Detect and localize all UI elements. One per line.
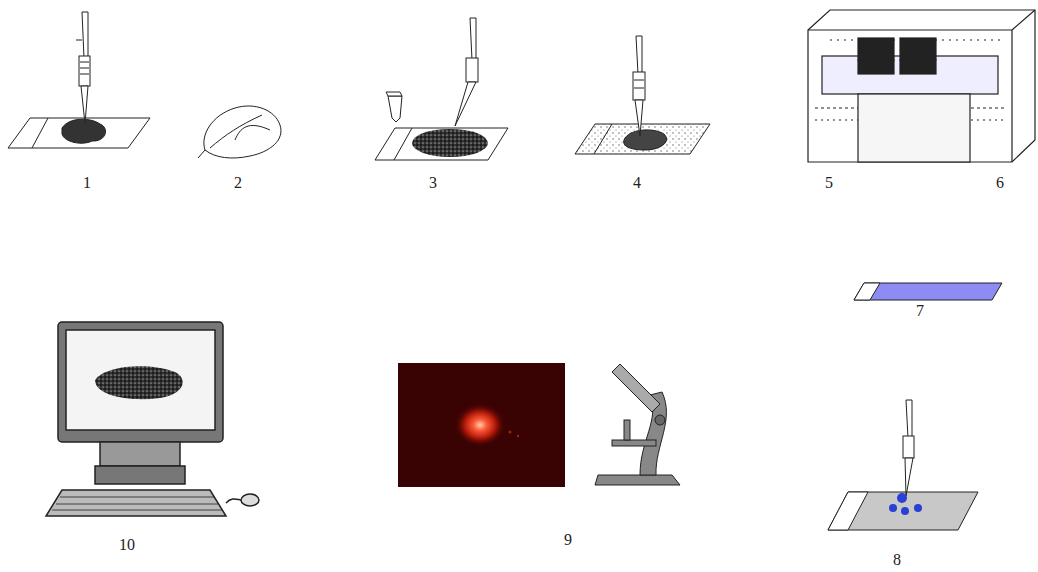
stained-slide <box>854 283 1002 300</box>
callout-number: 8 <box>893 551 901 569</box>
callout-number: 2 <box>234 174 242 192</box>
callout-number: 10 <box>119 536 135 554</box>
staining-slide <box>828 400 978 530</box>
computer <box>46 322 259 516</box>
slide-step-3 <box>375 18 508 160</box>
callout-number: 6 <box>996 174 1004 192</box>
callout-number: 4 <box>633 174 641 192</box>
comet-image <box>398 363 565 487</box>
callout-number: 9 <box>564 531 572 549</box>
callout-number: 7 <box>916 302 924 320</box>
electrophoresis-tank <box>808 10 1035 162</box>
callout-number: 5 <box>825 174 833 192</box>
slide-step-1 <box>8 12 150 148</box>
callout-number: 1 <box>83 174 91 192</box>
tissue-sample <box>198 106 281 158</box>
slide-step-4 <box>575 36 710 154</box>
microscope <box>595 364 680 485</box>
callout-number: 3 <box>429 174 437 192</box>
